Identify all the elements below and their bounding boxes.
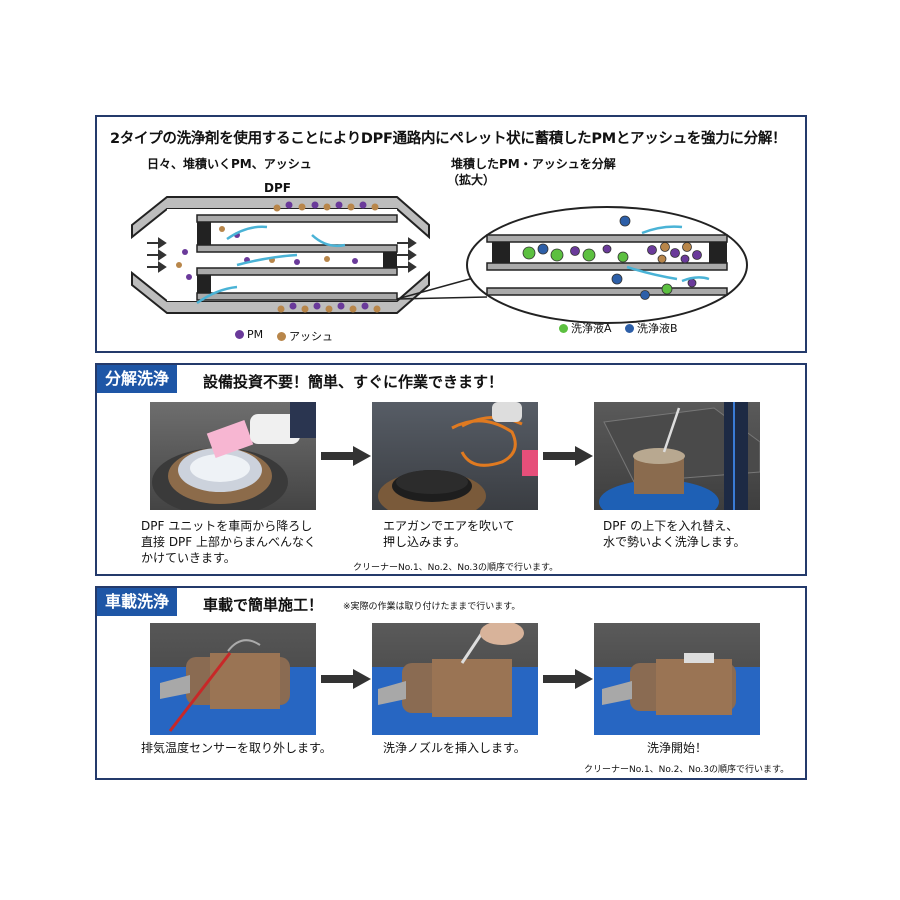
section1-note: クリーナーNo.1、No.2、No.3の順序で行います。 — [353, 563, 559, 573]
cleaner-b-dot-icon — [625, 324, 634, 333]
dpf-top-photo-art — [152, 402, 316, 510]
step5-caption: 洗浄ノズルを挿入します。 — [383, 741, 526, 755]
photo-air-gun — [372, 402, 538, 510]
step-arrow-1-icon — [321, 446, 371, 466]
dpf-diagram-panel: 2タイプの洗浄剤を使用することによりDPF通路内にペレット状に蓄積したPMとアッ… — [95, 115, 807, 353]
step3-line2: 水で勢いよく洗浄します。 — [603, 535, 746, 549]
section1-title: 設備投資不要！簡単、すぐに作業できます！ — [203, 373, 504, 391]
step-arrow-4-icon — [543, 669, 593, 689]
step1-line3: かけていきます。 — [141, 551, 236, 565]
water-wash-photo-art — [599, 402, 760, 510]
dpf-illustration — [131, 196, 748, 324]
step1-line1: DPF ユニットを車両から降ろし — [141, 519, 313, 533]
step3-caption: DPF の上下を入れ替え、 水で勢いよく洗浄します。 — [603, 518, 746, 550]
pm-dot-icon — [235, 330, 244, 339]
headline: 2タイプの洗浄剤を使用することによりDPF通路内にペレット状に蓄積したPMとアッ… — [110, 131, 787, 147]
photo-insert-nozzle — [372, 623, 538, 735]
section2-title-note: ※実際の作業は取り付けたままで行います。 — [343, 602, 521, 612]
photo-remove-sensor — [150, 623, 316, 735]
photo-water-wash — [594, 402, 760, 510]
step2-line2: 押し込みます。 — [383, 535, 466, 549]
right-subtitle-1: 堆積したPM・アッシュを分解 — [451, 157, 616, 171]
photo-start-cleaning — [594, 623, 760, 735]
air-gun-photo-art — [378, 402, 538, 510]
section2-title: 車載で簡単施工！ — [203, 596, 324, 614]
start-cleaning-photo-art — [594, 653, 760, 735]
cleaner-a-dot-icon — [559, 324, 568, 333]
step3-line1: DPF の上下を入れ替え、 — [603, 519, 739, 533]
legend-b-label: 洗浄液B — [637, 322, 678, 335]
disassembly-cleaning-panel: 分解洗浄 設備投資不要！簡単、すぐに作業できます！ — [95, 363, 807, 576]
legend-pm: PM — [235, 328, 263, 341]
legend-pm-label: PM — [247, 328, 264, 341]
step6-caption: 洗浄開始！ — [647, 741, 708, 755]
ash-dot-icon — [277, 332, 286, 341]
legend-a-label: 洗浄液A — [571, 322, 612, 335]
step-arrow-2-icon — [543, 446, 593, 466]
legend-cleaner-b: 洗浄液B — [625, 320, 678, 336]
section2-note: クリーナーNo.1、No.2、No.3の順序で行います。 — [584, 765, 790, 775]
step4-caption: 排気温度センサーを取り外します。 — [141, 741, 332, 755]
left-subtitle: 日々、堆積いくPM、アッシュ — [147, 157, 312, 171]
section1-tag: 分解洗浄 — [97, 365, 178, 393]
photo-dpf-top — [150, 402, 316, 510]
step1-line2: 直接 DPF 上部からまんべんなく — [141, 535, 317, 549]
step-arrow-3-icon — [321, 669, 371, 689]
remove-sensor-photo-art — [150, 639, 316, 735]
onboard-cleaning-panel: 車載洗浄 車載で簡単施工！ ※実際の作業は取り付けたままで行います。 — [95, 586, 807, 780]
right-subtitle-2: （拡大） — [447, 173, 496, 187]
legend-ash: アッシュ — [277, 328, 333, 344]
step1-caption: DPF ユニットを車両から降ろし 直接 DPF 上部からまんべんなく かけていき… — [141, 518, 316, 566]
step2-line1: エアガンでエアを吹いて — [383, 519, 515, 533]
section2-tag: 車載洗浄 — [97, 588, 178, 616]
insert-nozzle-photo-art — [372, 623, 538, 735]
step2-caption: エアガンでエアを吹いて 押し込みます。 — [383, 518, 515, 550]
legend-ash-label: アッシュ — [289, 330, 333, 343]
legend-cleaner-a: 洗浄液A — [559, 320, 612, 336]
dpf-label: DPF — [264, 181, 291, 195]
